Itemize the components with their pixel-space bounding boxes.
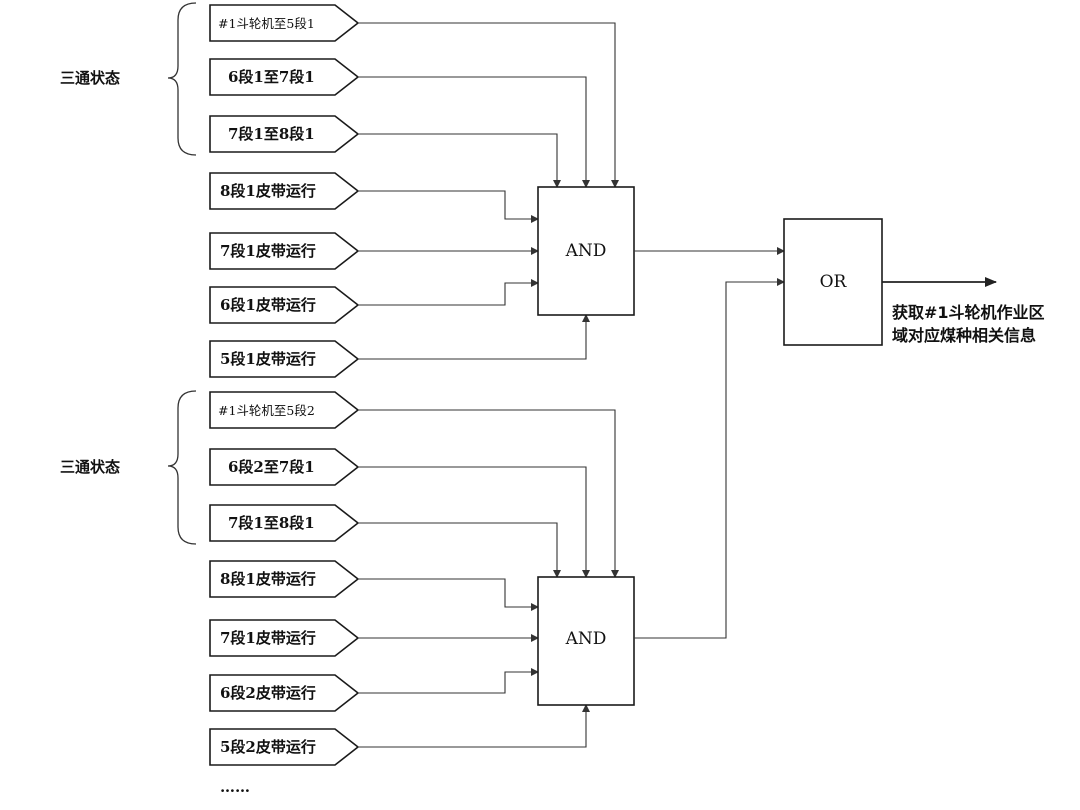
input-tag-2-3: 7段1至8段1 [209,504,360,542]
input-tag-2-6: 6段2皮带运行 [209,674,360,712]
input-tag-1-4: 8段1皮带运行 [209,172,360,210]
input-tag-label: 6段2皮带运行 [220,684,316,702]
input-group-1: 三通状态 #1斗轮机至5段1 6段1至7段1 7段1至8段1 8段1皮带运行 7… [60,2,635,378]
input-tag-2-5: 7段1皮带运行 [209,619,360,657]
wire [358,409,619,578]
input-tag-label: 7段1至8段1 [228,514,315,532]
input-tag-1-1: #1斗轮机至5段1 [209,4,360,42]
wire-and2-to-or [634,278,785,639]
output-label-line2: 域对应煤种相关信息 [892,326,1036,345]
wire [358,314,590,360]
continuation-ellipsis: …… [220,778,250,796]
input-tag-2-2: 6段2至7段1 [209,448,360,486]
or-gate: OR [783,218,883,346]
input-tag-label: 7段1至8段1 [228,125,315,143]
output-label-line1: 获取#1斗轮机作业区 [892,303,1045,322]
wire [358,668,539,694]
wire [358,704,590,748]
input-tag-2-4: 8段1皮带运行 [209,560,360,598]
input-tag-1-6: 6段1皮带运行 [209,286,360,324]
group-1-brace-label: 三通状态 [60,69,120,87]
input-tag-1-2: 6段1至7段1 [209,58,360,96]
wire [358,279,539,306]
input-group-2: 三通状态 #1斗轮机至5段2 6段2至7段1 7段1至8段1 8段1皮带运行 7… [60,390,635,766]
input-tag-label: 6段1至7段1 [228,68,315,86]
and-gate-label: AND [565,629,607,649]
input-tag-label: 7段1皮带运行 [220,629,316,647]
wire [358,578,539,611]
and-gate-1: AND [537,186,635,316]
or-gate-label: OR [820,272,848,292]
input-tag-2-1: #1斗轮机至5段2 [209,391,360,429]
and-gate-2: AND [537,576,635,706]
input-tag-1-3: 7段1至8段1 [209,115,360,153]
input-tag-label: 8段1皮带运行 [220,570,316,588]
wire [358,133,561,188]
input-tag-2-7: 5段2皮带运行 [209,728,360,766]
input-tag-label: 6段1皮带运行 [220,296,316,314]
input-tag-label: 5段1皮带运行 [220,350,316,368]
group-2-brace [167,390,197,545]
wire [358,522,561,578]
wire [358,76,590,188]
wire [358,190,539,223]
wire [358,22,619,188]
input-tag-label: #1斗轮机至5段2 [218,403,315,418]
input-tag-label: 8段1皮带运行 [220,182,316,200]
input-tag-label: #1斗轮机至5段1 [218,16,315,31]
input-tag-label: 5段2皮带运行 [220,738,316,756]
input-tag-1-7: 5段1皮带运行 [209,340,360,378]
group-1-brace [167,2,197,156]
input-tag-1-5: 7段1皮带运行 [209,232,360,270]
and-gate-label: AND [565,241,607,261]
input-tag-label: 7段1皮带运行 [220,242,316,260]
group-2-brace-label: 三通状态 [60,458,120,476]
wire [358,466,590,578]
input-tag-label: 6段2至7段1 [228,458,315,476]
